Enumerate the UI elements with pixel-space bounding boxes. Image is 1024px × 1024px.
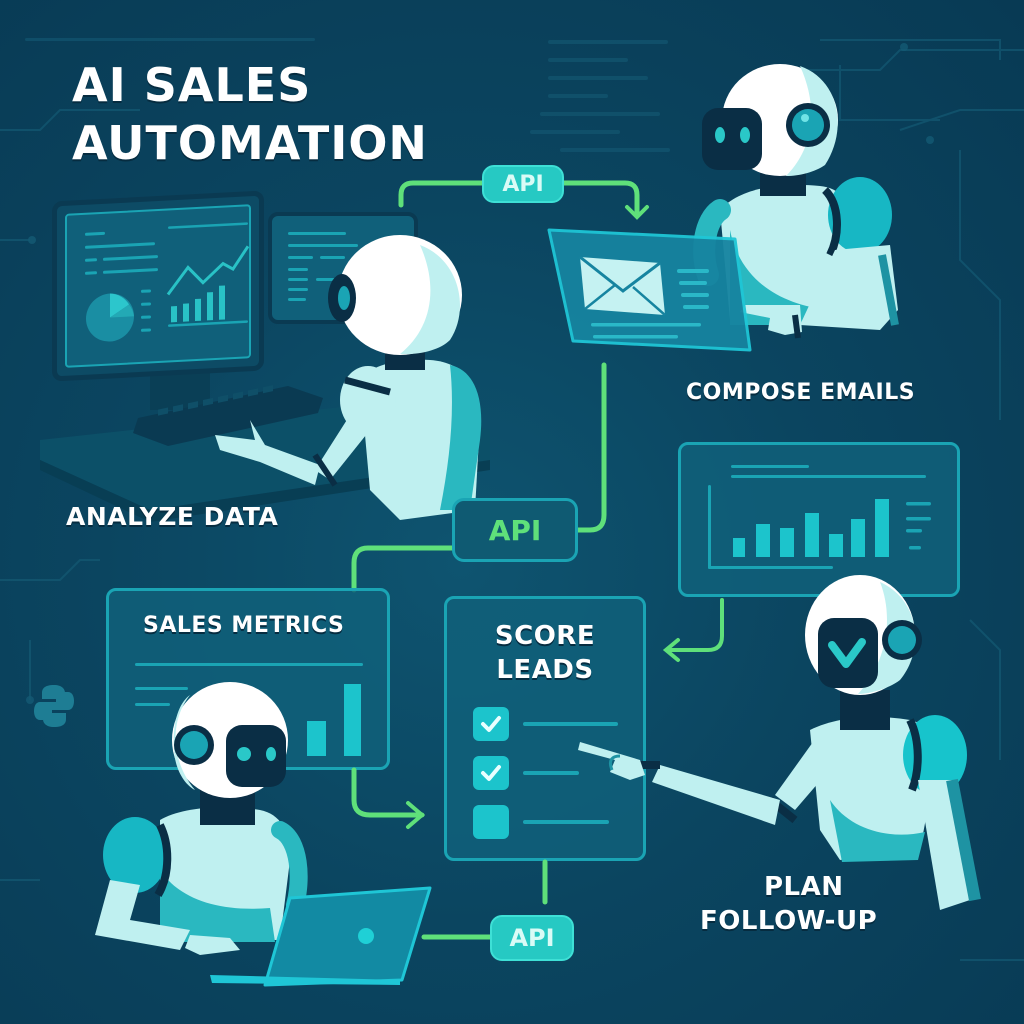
api-badge-middle: API bbox=[452, 498, 578, 562]
checklist-line bbox=[523, 771, 579, 775]
checkmark-icon bbox=[481, 765, 501, 781]
monitor-stand bbox=[150, 370, 210, 410]
followup-bar-chart bbox=[708, 465, 931, 569]
robot-planning bbox=[578, 575, 981, 910]
api-badge-middle-label: API bbox=[488, 513, 542, 547]
checkbox-checked[interactable] bbox=[473, 707, 509, 741]
robot-analyzing bbox=[215, 235, 482, 520]
envelope-icon bbox=[579, 255, 666, 316]
checkbox-checked[interactable] bbox=[473, 756, 509, 790]
monitor-text-lines bbox=[288, 232, 358, 301]
connector-compose-to-metrics bbox=[351, 362, 607, 593]
sales-metrics-chart bbox=[135, 663, 363, 756]
connector-laptop-to-score bbox=[421, 859, 548, 940]
sales-metrics-title: SALES METRICS bbox=[143, 613, 345, 638]
checkbox-unchecked[interactable] bbox=[473, 805, 509, 839]
email-tablet bbox=[547, 228, 752, 352]
step-label-plan-line2: FOLLOW-UP bbox=[700, 906, 878, 936]
step-label-plan-line1: PLAN bbox=[764, 872, 844, 902]
followup-dashboard-panel bbox=[678, 442, 960, 597]
keyboard bbox=[133, 385, 323, 446]
step-label-analyze: ANALYZE DATA bbox=[66, 502, 279, 531]
python-logo-icon bbox=[34, 685, 74, 727]
api-badge-bottom-label: API bbox=[509, 924, 555, 952]
robot-with-laptop bbox=[95, 682, 432, 987]
analyze-monitor-chart bbox=[85, 222, 250, 342]
step-label-compose: COMPOSE EMAILS bbox=[686, 380, 916, 405]
score-leads-title-line1: SCORE bbox=[494, 621, 596, 651]
connector-metrics-to-score bbox=[351, 767, 426, 829]
page-title-line2: AUTOMATION bbox=[72, 116, 428, 170]
api-badge-bottom: API bbox=[490, 915, 574, 961]
api-badge-top-label: API bbox=[502, 171, 544, 197]
page-title-line1: AI SALES bbox=[72, 58, 312, 112]
analyze-monitor-main bbox=[52, 190, 264, 382]
checklist-line bbox=[523, 820, 609, 824]
api-badge-top: API bbox=[482, 165, 564, 203]
score-leads-title-line2: LEADS bbox=[496, 655, 594, 685]
checkmark-icon bbox=[481, 716, 501, 732]
checklist-line bbox=[523, 722, 618, 726]
connector-dashboard-to-score bbox=[662, 598, 724, 662]
score-leads-panel: SCORE LEADS bbox=[444, 596, 646, 861]
